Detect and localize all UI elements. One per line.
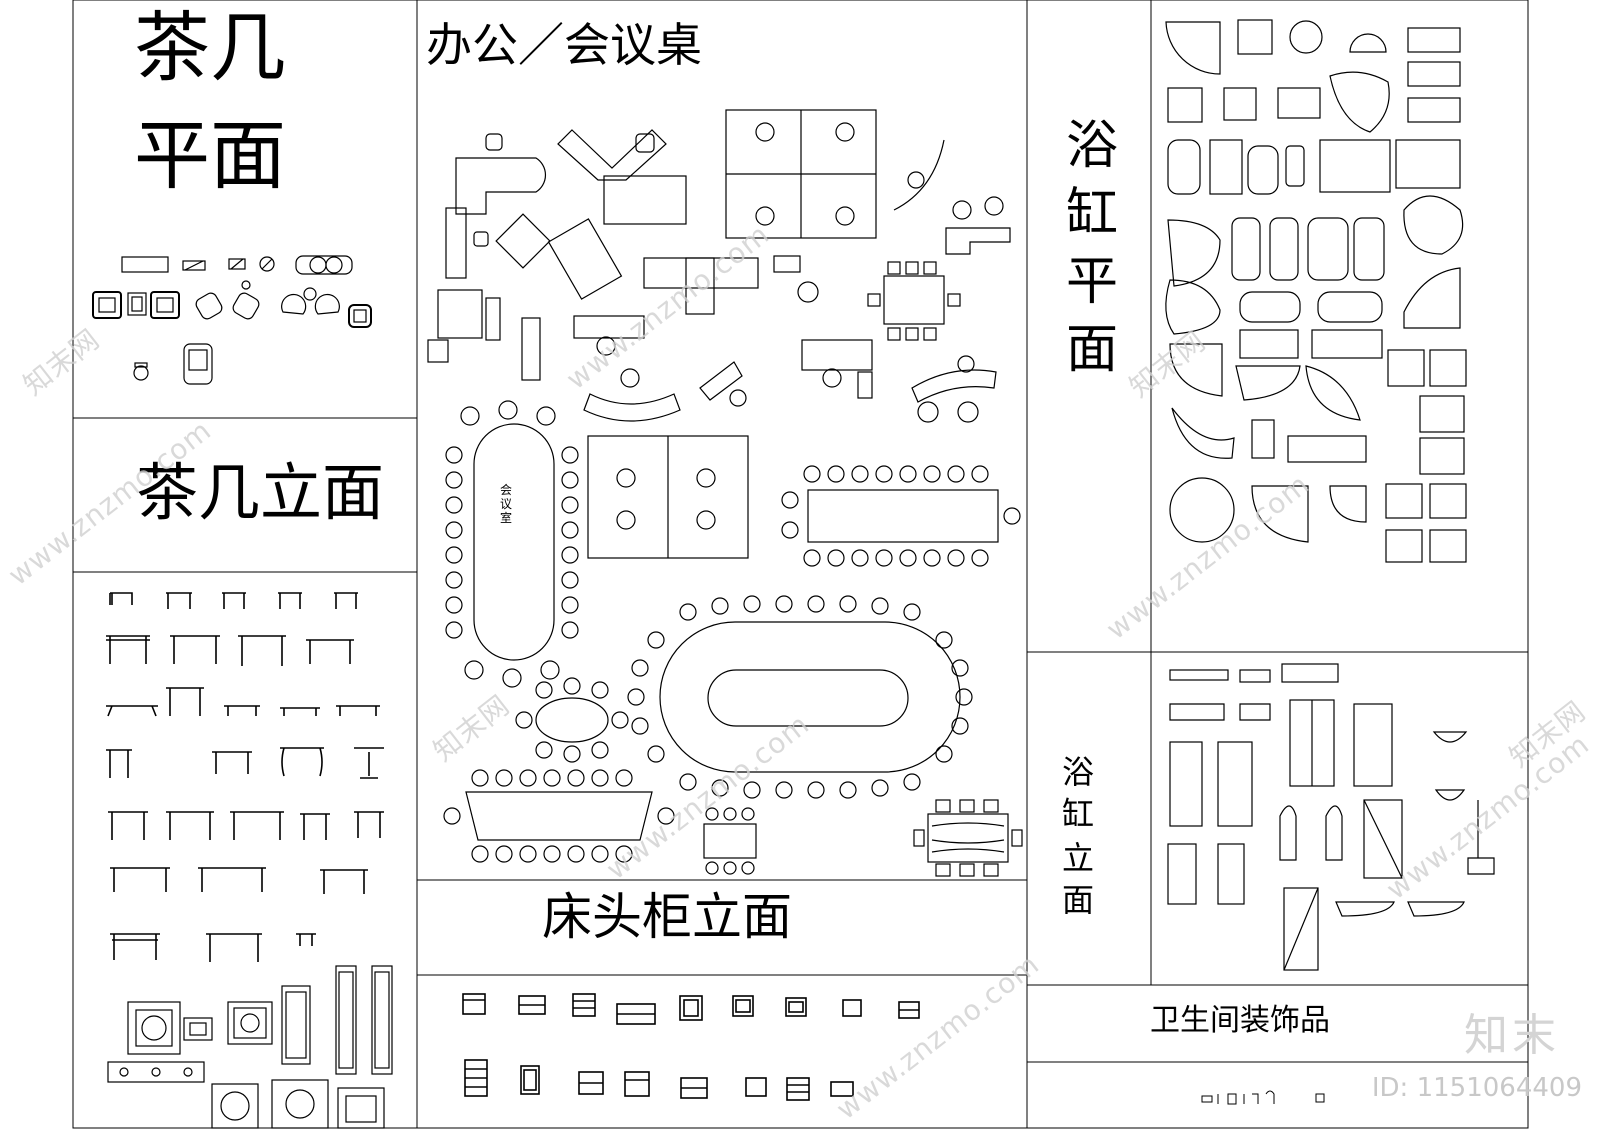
title-bathroom-decorations: 卫生间装饰品 <box>1150 1003 1330 1038</box>
title-bathtub-elevation-1: 浴 <box>1062 753 1095 791</box>
image-id-watermark: ID: 1151064409 <box>1371 1073 1582 1103</box>
title-bathtub-elevation-2: 缸 <box>1062 795 1095 833</box>
label-meeting-room-3: 室 <box>500 511 513 525</box>
tea-table-elevation-symbols <box>106 592 393 1129</box>
office-desk-symbols <box>427 109 1023 877</box>
title-office-desk: 办公／会议桌 <box>426 18 702 72</box>
title-bathtub-elevation-3: 立 <box>1062 839 1095 877</box>
title-bathtub-plan-1: 浴 <box>1066 116 1119 176</box>
bathtub-plan-symbols <box>1165 19 1467 563</box>
tea-table-plan-symbols <box>92 255 372 385</box>
panel-frame <box>72 0 1529 1129</box>
bedside-cabinet-symbols <box>462 993 920 1101</box>
label-meeting-room-2: 议 <box>500 497 513 511</box>
bath-decoration-symbols <box>1201 1090 1325 1105</box>
title-tea-table-plan-line1: 茶几 <box>134 3 286 92</box>
title-bedside-cabinet-elevation: 床头柜立面 <box>542 888 792 946</box>
title-tea-table-elevation: 茶几立面 <box>136 456 385 529</box>
bathtub-elevation-symbols <box>1167 663 1495 971</box>
label-meeting-room-1: 会 <box>500 483 513 497</box>
title-bathtub-plan-4: 面 <box>1066 320 1119 380</box>
brand-watermark: 知末 <box>1464 1010 1560 1061</box>
title-bathtub-elevation-4: 面 <box>1062 881 1095 919</box>
title-bathtub-plan-3: 平 <box>1066 252 1119 312</box>
title-tea-table-plan-line2: 平面 <box>134 111 286 200</box>
title-bathtub-plan-2: 缸 <box>1066 184 1119 244</box>
